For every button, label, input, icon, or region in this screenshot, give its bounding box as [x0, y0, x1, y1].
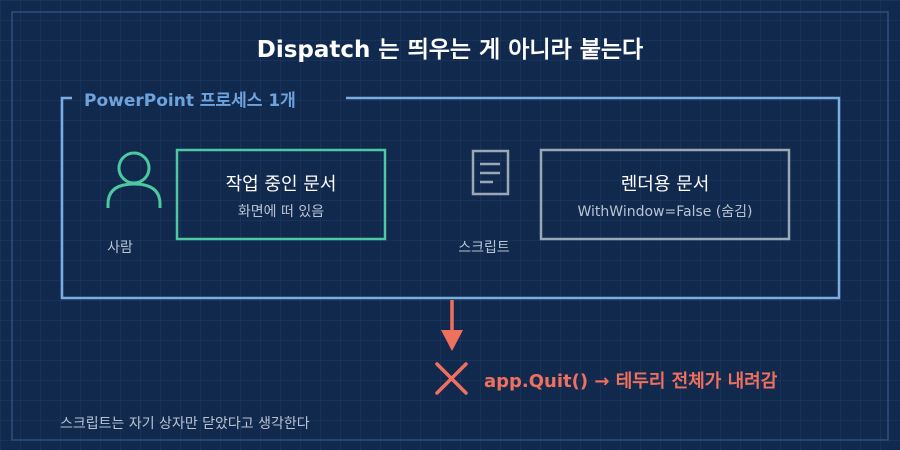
process-label: PowerPoint 프로세스 1개 — [84, 91, 296, 111]
process-frame — [60, 96, 841, 300]
footnote: 스크립트는 자기 상자만 닫았다고 생각한다 — [60, 416, 310, 432]
down-arrow-icon — [441, 300, 463, 351]
cross-icon — [435, 362, 468, 395]
working-doc-title: 작업 중인 문서 — [226, 174, 337, 195]
person-icon — [106, 151, 162, 208]
diagram-title: Dispatch 는 띄우는 게 아니라 붙는다 — [257, 37, 643, 63]
working-doc-subtitle: 화면에 떠 있음 — [238, 204, 324, 220]
render-doc-subtitle: WithWindow=False (숨김) — [578, 204, 753, 220]
script-label: 스크립트 — [458, 240, 510, 256]
document-icon — [471, 149, 510, 196]
render-doc-title: 렌더용 문서 — [621, 174, 710, 195]
render-doc-box — [539, 148, 791, 241]
person-label: 사람 — [107, 240, 133, 256]
outer-border — [11, 11, 889, 441]
outcome-text: app.Quit() → 테두리 전체가 내려감 — [484, 371, 778, 392]
working-doc-box — [175, 148, 387, 241]
